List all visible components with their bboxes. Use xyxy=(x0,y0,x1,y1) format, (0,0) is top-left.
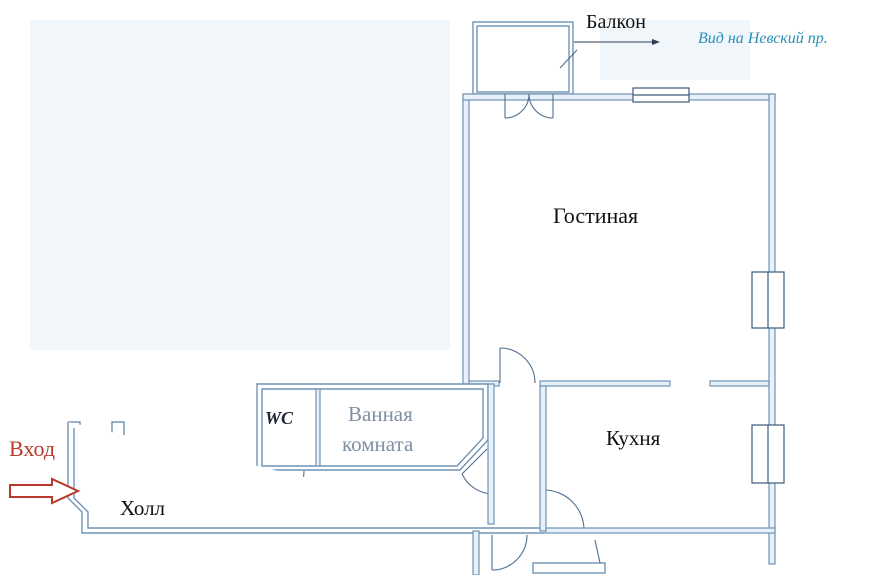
living-room-walls xyxy=(462,93,776,565)
entrance-arrow-icon xyxy=(9,477,81,505)
balcony-outline xyxy=(472,21,578,95)
bathroom-label-line1: Ванная xyxy=(348,402,413,426)
background-texture xyxy=(30,20,750,350)
living-room-label: Гостиная xyxy=(553,203,638,228)
wc-label: WC xyxy=(265,408,294,428)
view-note: Вид на Невский пр. xyxy=(698,30,828,47)
kitchen-label: Кухня xyxy=(606,426,661,450)
entrance-label: Вход xyxy=(9,436,55,461)
windows xyxy=(632,87,785,484)
balcony-arrow xyxy=(574,39,660,45)
bathroom-label-line2: комната xyxy=(342,432,414,456)
balcony-label: Балкон xyxy=(586,11,646,33)
hall-label: Холл xyxy=(120,496,165,520)
wc-bathroom-block xyxy=(256,383,489,471)
hall-walls xyxy=(67,383,776,575)
doors xyxy=(269,93,585,571)
